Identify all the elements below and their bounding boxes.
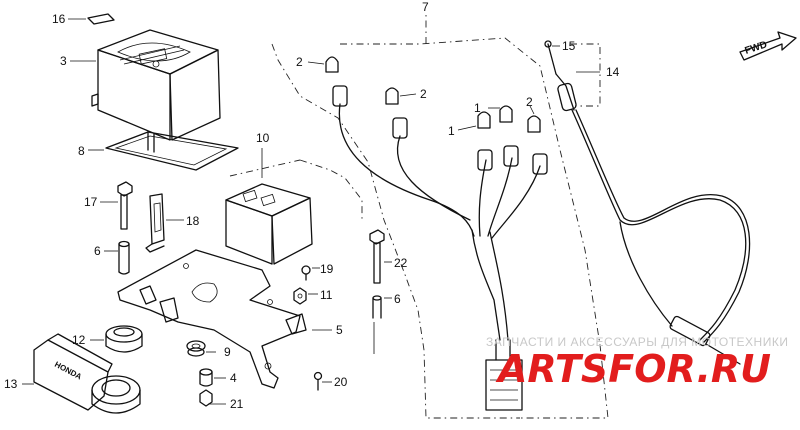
part-mounting-bracket — [117, 249, 332, 389]
part-collar-left — [104, 240, 130, 275]
callout-2-a: 2 — [296, 55, 303, 69]
part-bolt-17 — [100, 181, 133, 230]
callout-numbers: 16 3 8 17 6 18 10 12 13 9 4 21 19 11 22 … — [4, 0, 620, 411]
callout-22: 22 — [394, 256, 408, 270]
watermark: ЗАПЧАСТИ И АКСЕССУАРЫ ДЛЯ МОТОТЕХНИКИ AR… — [486, 335, 788, 391]
callout-13: 13 — [4, 377, 18, 391]
callout-5: 5 — [336, 323, 343, 337]
callout-3: 3 — [60, 54, 67, 68]
watermark-logo: ARTSFOR.RU — [495, 347, 771, 391]
callout-11: 11 — [320, 288, 333, 302]
callout-1-b: 1 — [448, 124, 455, 138]
part-collar-4 — [199, 368, 226, 387]
callout-7: 7 — [422, 0, 429, 14]
part-collar-right — [372, 295, 392, 354]
part-bolt-22 — [369, 229, 392, 284]
callout-10: 10 — [256, 131, 270, 145]
part-screw-19 — [301, 265, 320, 281]
callout-1-a: 1 — [474, 101, 481, 115]
callout-6-right: 6 — [394, 292, 401, 306]
section-boundary-lines — [229, 12, 609, 419]
callout-8: 8 — [78, 144, 85, 158]
part-label-plate — [68, 13, 115, 25]
callout-12: 12 — [72, 333, 86, 347]
part-gasket — [88, 131, 239, 171]
part-indicator-unit — [225, 148, 313, 265]
part-grommet-9 — [186, 340, 216, 357]
callout-20: 20 — [334, 375, 348, 389]
callout-19: 19 — [320, 262, 334, 276]
part-nut-21 — [199, 389, 226, 407]
part-bracket-strap — [145, 193, 184, 253]
part-screw-20 — [313, 371, 332, 391]
callout-16: 16 — [52, 12, 66, 26]
part-nut-11 — [293, 287, 318, 305]
watermark-tagline: ЗАПЧАСТИ И АКСЕССУАРЫ ДЛЯ МОТОТЕХНИКИ — [486, 335, 788, 349]
part-bulbs — [307, 56, 541, 133]
part-speedometer-cable — [544, 40, 751, 365]
part-grommet-ring — [90, 325, 143, 353]
callout-9: 9 — [224, 345, 231, 359]
callout-18: 18 — [186, 214, 200, 228]
part-meter-housing — [70, 29, 221, 141]
cover-brand-marking: HONDA — [53, 360, 83, 382]
callout-4: 4 — [230, 371, 237, 385]
part-wire-harness — [332, 85, 548, 411]
callout-21: 21 — [230, 397, 244, 411]
callout-2-c: 2 — [526, 95, 533, 109]
forward-direction-arrow: FWD — [739, 31, 797, 61]
callout-15: 15 — [562, 39, 576, 53]
callout-17: 17 — [84, 195, 98, 209]
callout-2-b: 2 — [420, 87, 427, 101]
callout-14: 14 — [606, 65, 620, 79]
callout-6-left: 6 — [94, 244, 101, 258]
